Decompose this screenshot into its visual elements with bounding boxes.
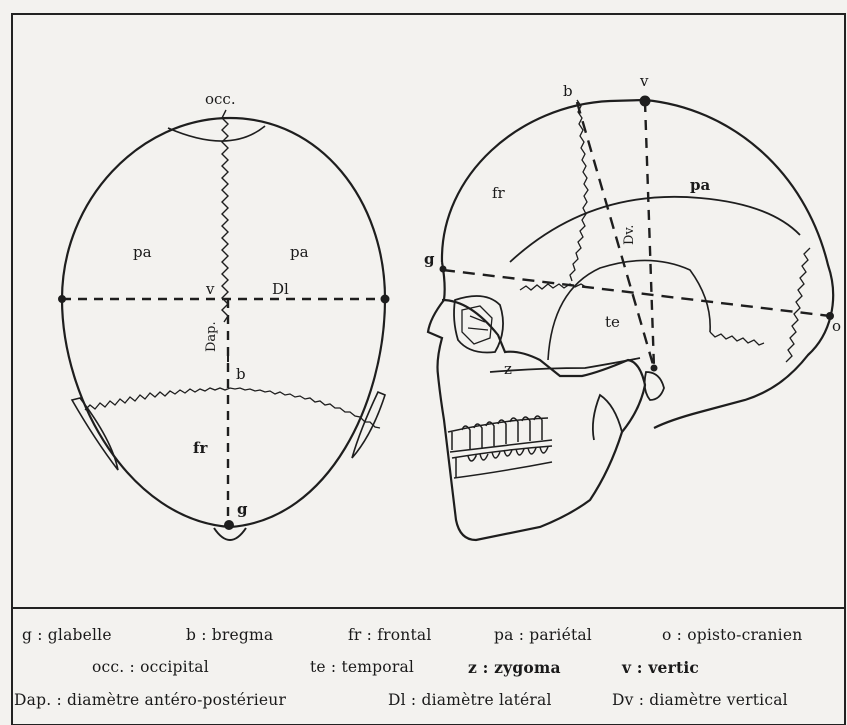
legend-dap: Dap. : diamètre antéro-postérieur xyxy=(14,691,286,709)
legend-occipital: occ. : occipital xyxy=(92,658,209,676)
legend-parietal: pa : pariétal xyxy=(494,626,592,644)
skull-side-view xyxy=(428,96,834,540)
legend-frontal: fr : frontal xyxy=(348,626,432,644)
skull-top-view xyxy=(59,110,390,540)
opisto-label-side: o xyxy=(832,317,841,335)
occipital-arc xyxy=(168,126,265,141)
ramus xyxy=(593,395,622,440)
parietal-left-label: pa xyxy=(133,243,152,261)
vertex-label-top: v xyxy=(205,280,215,298)
frontal-label-side: fr xyxy=(492,184,506,202)
temporal-fossa xyxy=(548,260,710,360)
vertex-label-side: v xyxy=(639,72,649,90)
bregma-label-top: b xyxy=(236,365,246,383)
parietal-label-side: pa xyxy=(690,176,710,194)
dv-label: Dv. xyxy=(622,225,637,245)
cranium-outline xyxy=(442,100,833,428)
legend-temporal: te : temporal xyxy=(310,658,414,676)
bregma-label-side: b xyxy=(563,82,573,100)
legend-bregma: b : bregma xyxy=(186,626,273,644)
sagittal-suture xyxy=(222,110,228,322)
lateral-diameter-label: Dl xyxy=(272,280,289,298)
legend-vertex: v : vertic xyxy=(622,658,699,677)
legend-glabelle: g : glabelle xyxy=(22,626,112,644)
legend-opisto-cranien: o : opisto-cranien xyxy=(662,626,802,644)
vertex-point xyxy=(640,96,650,106)
lambdoid-suture xyxy=(786,248,810,362)
glabella-label-side: g xyxy=(424,250,435,268)
lower-teeth xyxy=(452,446,552,478)
mastoid xyxy=(645,372,664,400)
zygoma-label-side: z xyxy=(504,360,512,378)
coronal-suture xyxy=(85,388,380,428)
nasal-bones xyxy=(462,306,492,344)
vertical-diameter-line xyxy=(645,102,654,368)
side-view-labels: b v fr pa Dv. g te o z xyxy=(424,72,841,378)
legend-dl: Dl : diamètre latéral xyxy=(388,691,552,709)
temporal-arc xyxy=(510,197,800,262)
parietotemporal-suture xyxy=(710,332,764,345)
dap-label: Dap. xyxy=(204,321,219,352)
left-lateral-point xyxy=(59,296,66,303)
legend-dv: Dv : diamètre vertical xyxy=(612,691,788,709)
glabella-point-side xyxy=(440,266,446,272)
legend-zygoma: z : zygoma xyxy=(468,658,561,677)
frontal-label-top: fr xyxy=(193,439,208,457)
right-lateral-point xyxy=(381,295,389,303)
top-view-labels: occ. pa pa v Dl Dap. b fr g xyxy=(133,90,309,518)
legend: g : glabelle b : bregma fr : frontal pa … xyxy=(14,608,847,725)
basion-point xyxy=(651,365,657,371)
occipital-label: occ. xyxy=(205,90,236,108)
temporal-label-side: te xyxy=(605,313,620,331)
parietal-right-label: pa xyxy=(290,243,309,261)
glabella-point-top xyxy=(225,521,234,530)
face-outline xyxy=(428,262,645,540)
glabella-label-top: g xyxy=(237,500,248,518)
